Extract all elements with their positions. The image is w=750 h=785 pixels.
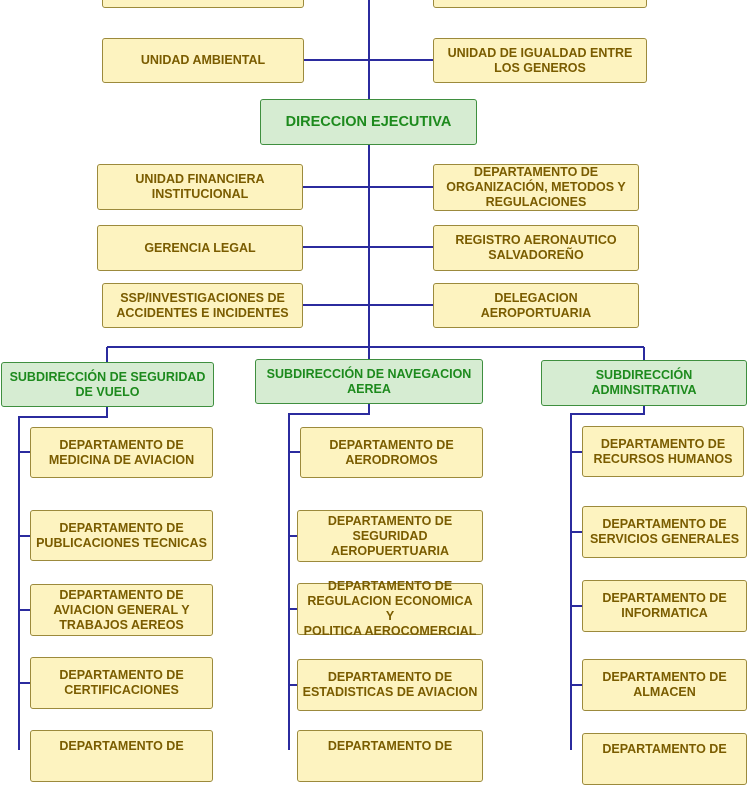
depto-recursos-humanos-box: DEPARTAMENTO DE RECURSOS HUMANOS (582, 426, 744, 477)
unidad-financiera-box: UNIDAD FINANCIERA INSTITUCIONAL (97, 164, 303, 210)
gerencia-legal-box: GERENCIA LEGAL (97, 225, 303, 271)
depto-publicaciones-tecnicas-box: DEPARTAMENTO DE PUBLICACIONES TECNICAS (30, 510, 213, 561)
unidad-ambiental-box: UNIDAD AMBIENTAL (102, 38, 304, 83)
direccion-ejecutiva-box: DIRECCION EJECUTIVA (260, 99, 477, 145)
subdireccion-seguridad-vuelo-box: SUBDIRECCIÓN DE SEGURIDAD DE VUELO (1, 362, 214, 407)
unidad-igualdad-generos-box: UNIDAD DE IGUALDAD ENTRE LOS GENEROS (433, 38, 647, 83)
depto-seguridad-aeropuertuaria-box: DEPARTAMENTO DE SEGURIDAD AEROPUERTUARIA (297, 510, 483, 562)
depto-estadisticas-aviacion-box: DEPARTAMENTO DE ESTADISTICAS DE AVIACION (297, 659, 483, 711)
depto-aerodromos-box: DEPARTAMENTO DE AERODROMOS (300, 427, 483, 478)
depto-col1-cut-box: DEPARTAMENTO DE (30, 730, 213, 782)
spine-column-2 (288, 404, 370, 750)
connector-lines (18, 0, 645, 750)
depto-certificaciones-box: DEPARTAMENTO DE CERTIFICACIONES (30, 657, 213, 709)
depto-informatica-box: DEPARTAMENTO DE INFORMATICA (582, 580, 747, 632)
spine-column-3 (570, 406, 645, 750)
depto-regulacion-economica-box: DEPARTAMENTO DE REGULACION ECONOMICA Y P… (297, 579, 483, 638)
ssp-investigaciones-box: SSP/INVESTIGACIONES DE ACCIDENTES E INCI… (102, 283, 303, 328)
registro-aeronautico-box: REGISTRO AERONAUTICO SALVADOREÑO (433, 225, 639, 271)
subdireccion-administrativa-box: SUBDIRECCIÓN ADMINSITRATIVA (541, 360, 747, 406)
top-cut-box-left (102, 0, 304, 8)
depto-medicina-aviacion-box: DEPARTAMENTO DE MEDICINA DE AVIACION (30, 427, 213, 478)
top-cut-box-right (433, 0, 647, 8)
depto-aviacion-general-box: DEPARTAMENTO DE AVIACION GENERAL Y TRABA… (30, 584, 213, 636)
spine-column-1 (18, 407, 108, 750)
depto-col3-cut-box: DEPARTAMENTO DE (582, 733, 747, 785)
delegacion-aeroportuaria-box: DELEGACION AEROPORTUARIA (433, 283, 639, 328)
depto-organizacion-box: DEPARTAMENTO DE ORGANIZACIÓN, METODOS Y … (433, 164, 639, 211)
depto-col2-cut-box: DEPARTAMENTO DE (297, 730, 483, 782)
depto-almacen-box: DEPARTAMENTO DE ALMACEN (582, 659, 747, 711)
depto-servicios-generales-box: DEPARTAMENTO DE SERVICIOS GENERALES (582, 506, 747, 558)
subdireccion-navegacion-aerea-box: SUBDIRECCIÓN DE NAVEGACION AEREA (255, 359, 483, 404)
